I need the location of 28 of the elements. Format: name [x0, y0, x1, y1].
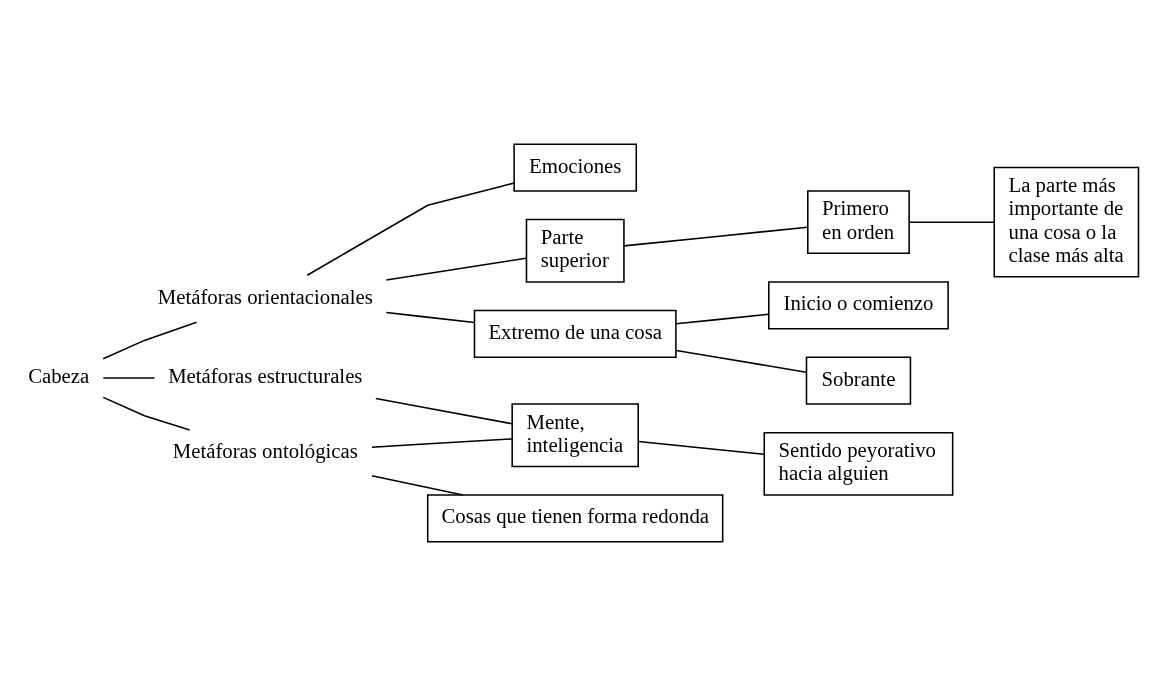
connector	[371, 438, 513, 448]
connector	[385, 257, 527, 281]
node-text: Cabeza	[28, 364, 90, 388]
connector	[371, 474, 464, 496]
node-box: Sentido peyorativo hacia alguien	[763, 431, 954, 496]
node-text: Metáforas ontológicas	[172, 439, 358, 463]
connector	[908, 221, 995, 223]
node-box: Sobrante	[805, 356, 912, 405]
node-text: Metáforas orientacionales	[157, 284, 373, 308]
node-box: Cosas que tienen forma redonda	[426, 494, 724, 543]
connector	[385, 311, 476, 324]
node-text: Metáforas estructurales	[168, 364, 363, 388]
connector	[102, 396, 191, 431]
connector	[102, 377, 156, 379]
node-box: Emociones	[513, 143, 638, 192]
connector	[637, 440, 765, 456]
connector	[375, 397, 513, 425]
node-box: Extremo de una cosa	[473, 309, 677, 359]
connector	[675, 313, 770, 325]
node-box: La parte más importante de una cosa o la clase más alta	[993, 166, 1140, 278]
connector	[623, 226, 809, 247]
connector	[675, 349, 807, 373]
node-box: Primero en orden	[807, 190, 910, 255]
node-box: Inicio o comienzo	[768, 281, 949, 330]
connector	[102, 321, 198, 360]
connector	[306, 182, 515, 276]
node-box: Mente, inteligencia	[511, 403, 639, 468]
node-box: Parte superior	[525, 218, 625, 283]
